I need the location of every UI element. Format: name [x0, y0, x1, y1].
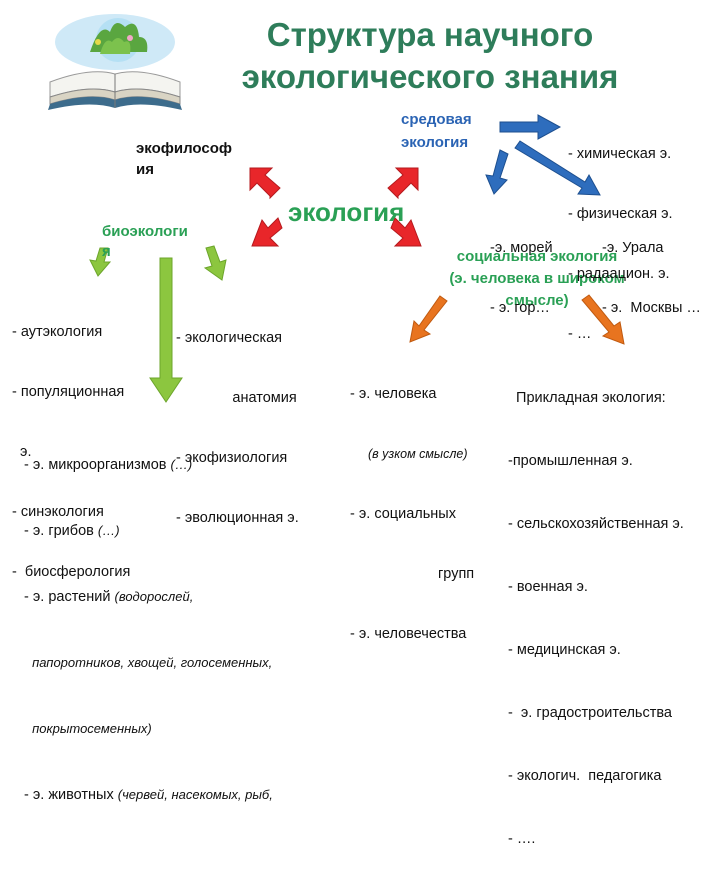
list-seas-mountains: -э. морей - э. гор… — [490, 240, 553, 316]
red-arrow-up-left — [249, 167, 281, 200]
red-arrow-up-right — [387, 167, 419, 200]
orange-arrow-right — [581, 294, 625, 345]
node-ecophilosophy: экофилософ ия — [136, 140, 233, 178]
list-bioecology-disciplines: - экологическая анатомия - экофизиология… — [176, 330, 299, 526]
list-human-ecology: - э. человека (в узком смысле) - э. соци… — [350, 386, 475, 642]
list-bioecology-organisms: - э. микроорганизмов (…) - э. грибов (…)… — [24, 457, 273, 803]
node-bioecology: биоэкологи я — [102, 223, 188, 260]
red-arrow-down-right — [390, 217, 422, 247]
open-book-with-plants-icon — [48, 14, 182, 110]
red-arrow-down-left — [251, 217, 283, 247]
blue-arrow-down-right — [514, 140, 601, 196]
node-environmental-ecology: средовая экология — [401, 111, 472, 151]
orange-arrow-left — [409, 295, 448, 343]
green-arrow-long — [149, 257, 183, 403]
list-environmental-types: - химическая э. - физическая э. - радаац… — [568, 146, 673, 342]
green-arrow-right — [203, 245, 227, 281]
blue-arrow-down-left — [485, 149, 509, 195]
center-node-ecology: экология — [288, 197, 405, 227]
list-applied-ecology: Прикладная экология: -промышленная э. - … — [508, 390, 684, 847]
list-regions: -э. Урала - э. Москвы … — [602, 240, 701, 316]
blue-arrow-right — [499, 114, 562, 140]
green-arrow-left — [89, 247, 112, 277]
node-social-ecology: социальная экология (э. человека в широк… — [449, 248, 625, 309]
page-title: Структура научного экологического знания — [241, 16, 619, 95]
arrows-layer — [89, 114, 625, 403]
